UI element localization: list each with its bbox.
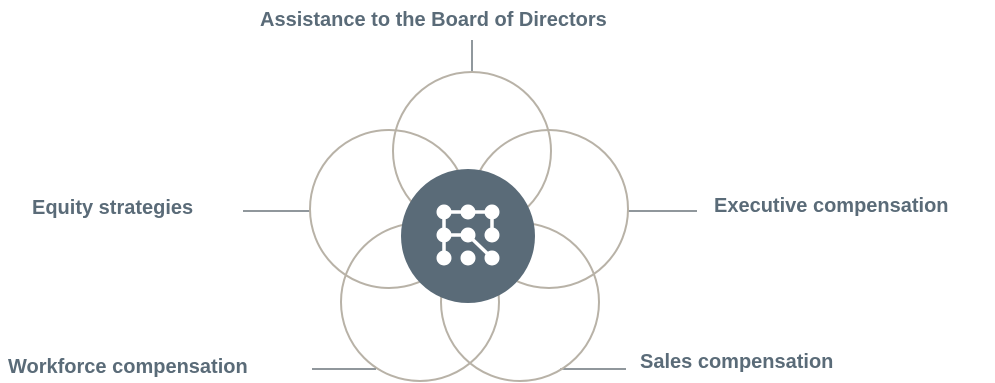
- label-board-assistance: Assistance to the Board of Directors: [260, 9, 607, 31]
- label-executive-compensation: Executive compensation: [714, 195, 949, 217]
- network-grid-icon: [436, 204, 500, 266]
- label-equity-strategies: Equity strategies: [32, 197, 194, 219]
- label-sales-compensation: Sales compensation: [640, 351, 834, 373]
- label-workforce-compensation: Workforce compensation: [8, 356, 248, 378]
